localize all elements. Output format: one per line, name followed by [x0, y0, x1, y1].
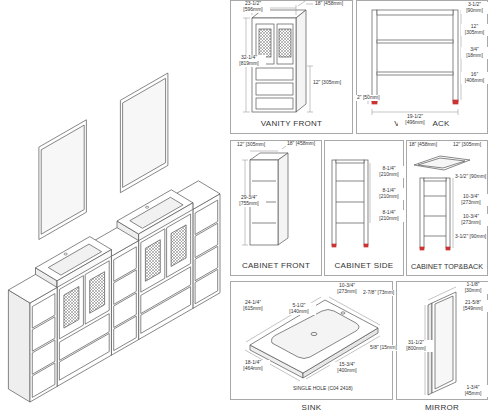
view-heading: SINK	[231, 404, 392, 413]
view-heading: CABINET FRONT	[231, 262, 321, 271]
dimension-label: 12" [305mm]	[461, 24, 488, 36]
cabinet-front-drawing	[242, 143, 290, 245]
vanity-back-drawing	[368, 10, 461, 115]
dimension-label: 8-1/4" [210mm]	[372, 188, 406, 200]
dimension-label: 18" [458mm]	[286, 141, 316, 147]
dimension-label: 3/4" [18mm]	[461, 47, 488, 59]
iso-face	[141, 287, 191, 334]
iso-face	[145, 240, 160, 282]
faucet-hole	[64, 253, 67, 255]
dimension-label: 12" [305mm]	[312, 80, 342, 86]
dimension-label: 8-1/4" [210mm]	[372, 166, 406, 178]
dimension-label: 1-3/4" [45mm]	[458, 385, 488, 397]
dimension-label: 2-7/8" [73mm]	[362, 290, 395, 296]
iso-face	[120, 73, 167, 193]
iso-face	[30, 287, 57, 402]
dimension-label: 12" [305mm]	[236, 142, 266, 148]
iso-face	[39, 120, 87, 240]
dimension-label: 32-1/4" [819mm]	[232, 55, 266, 67]
view-panel: SINK	[230, 281, 393, 400]
dimension-label: 8-1/4" [210mm]	[372, 210, 406, 222]
view-heading: CABINET TOP&BACK	[407, 263, 487, 271]
dimension-label: 16" [406mm]	[461, 72, 488, 84]
dimension-label: 24-1/4" [615mm]	[236, 300, 270, 312]
view-heading: VANITY FRONT	[231, 120, 352, 129]
iso-face	[195, 200, 218, 234]
iso-face	[8, 290, 30, 402]
note-text: SINGLE HOLE (C04 2418)	[292, 386, 354, 392]
dimension-label: 31-1/2" [800mm]	[399, 340, 433, 352]
dimension-label: 23-1/2" [596mm]	[236, 1, 270, 13]
view-panel: CABINET TOP&BACK	[406, 140, 488, 276]
cabinet-side-drawing	[332, 160, 370, 247]
iso-face	[171, 225, 186, 267]
iso-face	[141, 229, 165, 292]
iso-face	[111, 241, 138, 356]
dimension-label: 12" [305mm]	[452, 142, 482, 148]
dimension-label: 19-1/2" [496mm]	[398, 114, 432, 126]
vanity-set-drawing	[8, 73, 220, 402]
view-panel: CABINET FRONT	[230, 140, 322, 276]
dimension-label: 18-1/4" [464mm]	[236, 360, 270, 372]
iso-face	[167, 214, 191, 277]
dimension-label: 1-1/8" [30mm]	[458, 282, 488, 294]
faucet-hole	[146, 206, 149, 208]
dimension-label: 10-3/4" [273mm]	[330, 283, 364, 295]
iso-face	[59, 333, 109, 380]
iso-face	[59, 276, 83, 339]
dimension-label: 3-1/2" [90mm]	[454, 234, 487, 240]
dimension-label: 10-3/4" [273mm]	[454, 214, 488, 226]
iso-face	[123, 78, 166, 187]
iso-face	[41, 125, 84, 234]
dimension-label: 3-1/2" [90mm]	[461, 2, 488, 14]
view-panel: VANITY FRONT	[230, 0, 353, 134]
iso-face	[114, 247, 137, 281]
dimension-label: 2" [50mm]	[356, 95, 381, 101]
dimension-label: 5/8" [15mm]	[369, 345, 398, 351]
iso-face	[32, 294, 55, 329]
dimension-label: 10-3/4" [273mm]	[454, 194, 488, 206]
dimension-label: 3-1/2" [90mm]	[454, 174, 487, 180]
dimension-label: 29-3/4" [755mm]	[232, 195, 266, 207]
dimension-label: 21-5/8" [549mm]	[458, 300, 488, 312]
iso-face	[85, 261, 109, 324]
dimension-label: 18" [458mm]	[314, 1, 344, 7]
dimension-label: 15-3/4" [400mm]	[330, 362, 364, 374]
iso-face	[64, 287, 79, 329]
iso-face	[193, 194, 220, 309]
view-panel: CABINET SIDE	[324, 140, 404, 276]
iso-face	[90, 272, 105, 314]
dimension-label: 5-1/2" [140mm]	[282, 303, 316, 315]
view-heading: CABINET SIDE	[325, 262, 403, 271]
view-heading: MIRROR	[397, 404, 487, 413]
dimension-label: 18" [458mm]	[408, 142, 438, 148]
